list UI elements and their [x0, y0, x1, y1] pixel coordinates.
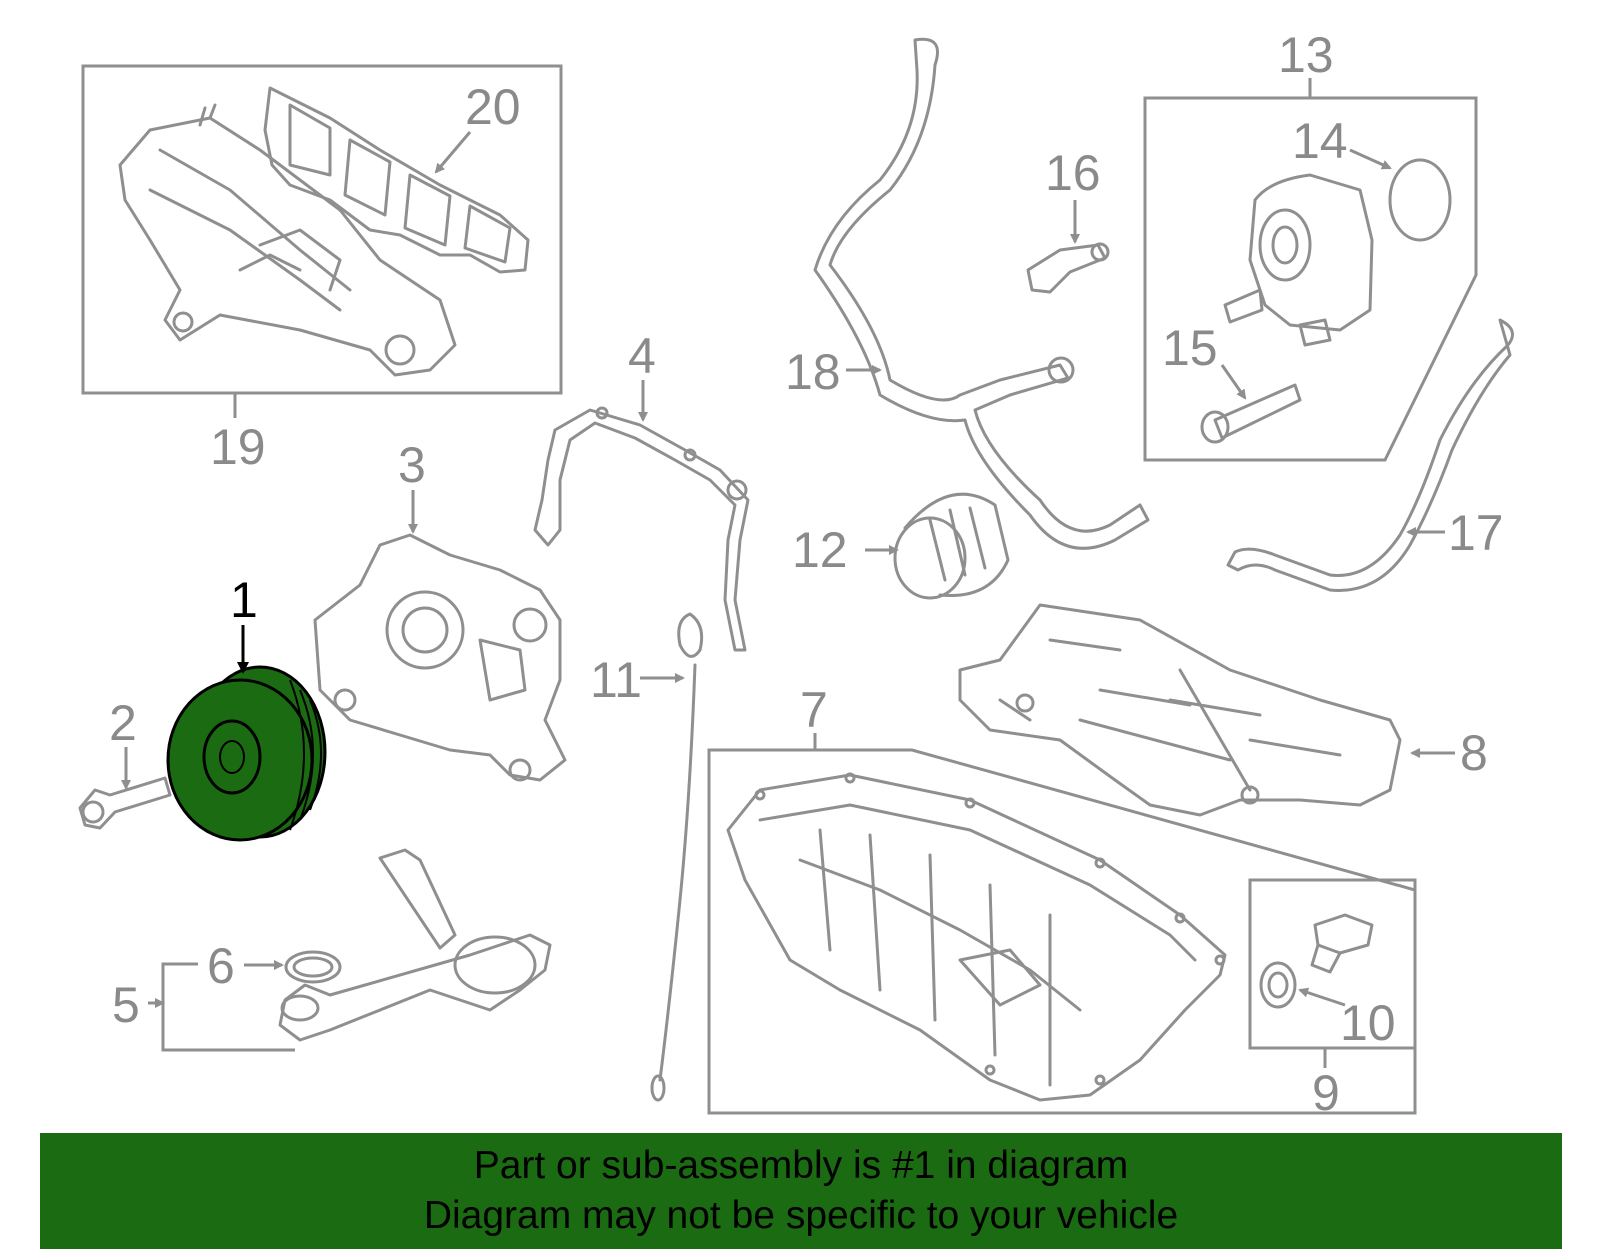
- heat-shield-drawing[interactable]: [958, 603, 1402, 817]
- callout-4[interactable]: 4: [628, 328, 656, 384]
- info-banner: Part or sub-assembly is #1 in diagram Di…: [40, 1133, 1562, 1249]
- sensor-16-drawing[interactable]: [1026, 242, 1110, 294]
- oil-cooler-box: [1143, 96, 1478, 462]
- oil-pan-drawing[interactable]: [726, 772, 1227, 1102]
- oil-pickup-drawing[interactable]: [278, 848, 552, 1042]
- banner-line-2: Diagram may not be specific to your vehi…: [423, 1194, 1179, 1237]
- intake-gasket-drawing[interactable]: [263, 86, 530, 274]
- front-cover-gasket-drawing[interactable]: [533, 406, 750, 652]
- callout-5[interactable]: 5: [112, 977, 140, 1033]
- drain-washer-drawing[interactable]: [1259, 961, 1297, 1009]
- callout-7[interactable]: 7: [800, 682, 828, 738]
- callout-18[interactable]: 18: [785, 344, 841, 400]
- callout-11[interactable]: 11: [590, 652, 642, 708]
- leader-14: [1349, 148, 1392, 170]
- drain-plug-box: [1248, 878, 1417, 1050]
- callout-3[interactable]: 3: [398, 437, 426, 493]
- callout-12[interactable]: 12: [792, 522, 848, 578]
- intake-manifold-box: [81, 64, 563, 395]
- callout-19[interactable]: 19: [210, 419, 266, 475]
- callout-2[interactable]: 2: [109, 695, 137, 751]
- leader-20: [434, 131, 472, 174]
- oil-pump-drawing[interactable]: [313, 533, 567, 782]
- callout-16[interactable]: 16: [1045, 145, 1101, 201]
- callout-1[interactable]: 1: [230, 572, 258, 628]
- oil-filter-drawing[interactable]: [893, 492, 1010, 600]
- callout-6[interactable]: 6: [207, 938, 235, 994]
- oil-cooler-drawing[interactable]: [1223, 173, 1374, 347]
- dipstick-drawing[interactable]: [650, 612, 704, 1102]
- callout-9[interactable]: 9: [1312, 1065, 1340, 1121]
- callout-15[interactable]: 15: [1162, 320, 1218, 376]
- leader-5-bracket: [148, 962, 295, 1052]
- callout-17[interactable]: 17: [1448, 505, 1504, 561]
- callout-10[interactable]: 10: [1340, 995, 1396, 1051]
- pulley-bolt-drawing[interactable]: [78, 776, 172, 830]
- fitting-15-drawing[interactable]: [1200, 383, 1302, 444]
- intake-manifold-drawing[interactable]: [118, 103, 457, 377]
- oring-6-drawing[interactable]: [284, 950, 342, 984]
- drain-plug-drawing[interactable]: [1310, 913, 1374, 974]
- coolant-hose-18-drawing[interactable]: [813, 37, 1150, 550]
- leader-15: [1220, 364, 1247, 400]
- crankshaft-pulley-drawing[interactable]: [166, 665, 327, 842]
- callout-14[interactable]: 14: [1292, 113, 1348, 169]
- leader-10: [1298, 987, 1346, 1007]
- oring-14-drawing[interactable]: [1388, 158, 1452, 242]
- callout-8[interactable]: 8: [1460, 725, 1488, 781]
- callout-20[interactable]: 20: [465, 79, 521, 135]
- callout-13[interactable]: 13: [1278, 27, 1334, 83]
- oil-pan-box: [707, 748, 1417, 1115]
- coolant-hose-17-drawing[interactable]: [1226, 318, 1514, 592]
- banner-line-1: Part or sub-assembly is #1 in diagram: [473, 1144, 1129, 1187]
